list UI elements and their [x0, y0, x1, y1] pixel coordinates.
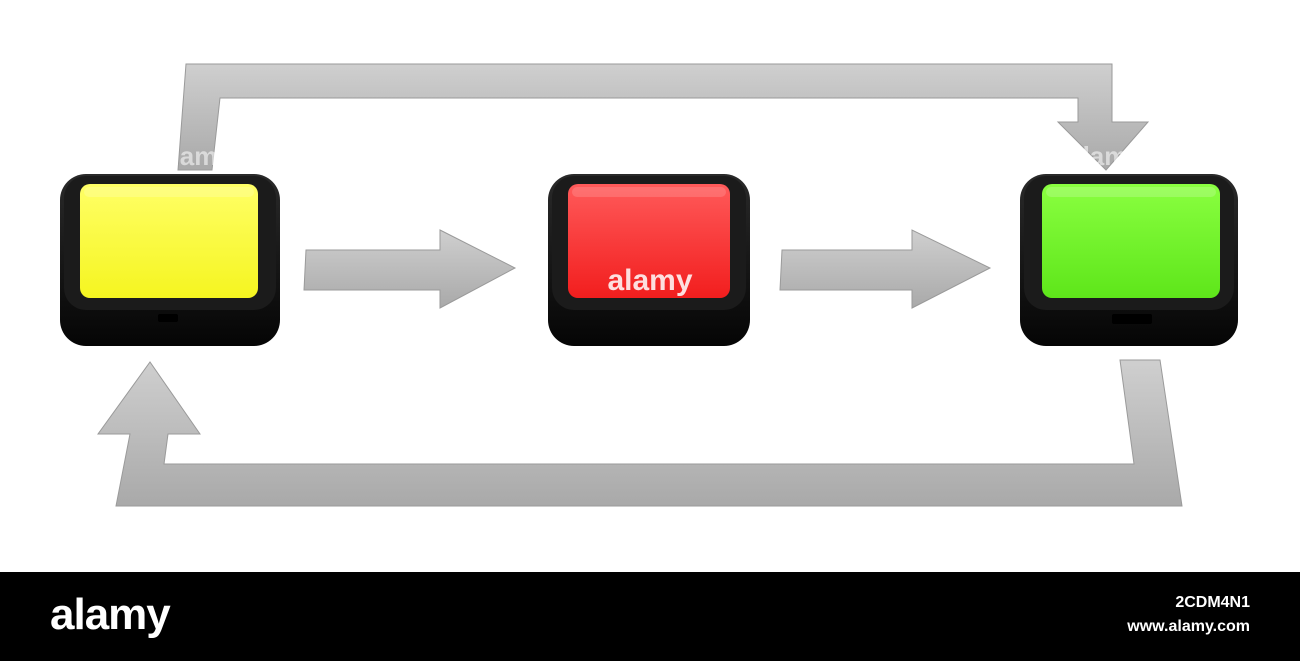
box-yellow	[60, 174, 280, 346]
watermark-center: alamy	[607, 264, 692, 297]
box-red	[548, 174, 750, 346]
box-face-yellow	[80, 184, 258, 298]
loop-arrow-top	[177, 63, 1150, 171]
footer-bar: alamy 2CDM4N1 www.alamy.com	[0, 572, 1300, 661]
arrow-second-to-third	[779, 229, 992, 309]
loop-arrow-bottom	[97, 359, 1183, 507]
flow-diagram: alamy alamy alamy	[60, 63, 1238, 507]
box-face-red	[568, 184, 730, 298]
watermark-left: alamy	[158, 141, 232, 171]
arrow-first-to-second	[303, 229, 517, 309]
image-id: 2CDM4N1	[1175, 594, 1250, 611]
box-green	[1020, 174, 1238, 346]
box-face-green	[1042, 184, 1220, 298]
watermark-right: alamy	[1068, 141, 1142, 171]
site-url: www.alamy.com	[1127, 618, 1250, 635]
alamy-logo: alamy	[50, 590, 171, 639]
diagram-canvas: alamy alamy alamy	[60, 63, 1238, 507]
